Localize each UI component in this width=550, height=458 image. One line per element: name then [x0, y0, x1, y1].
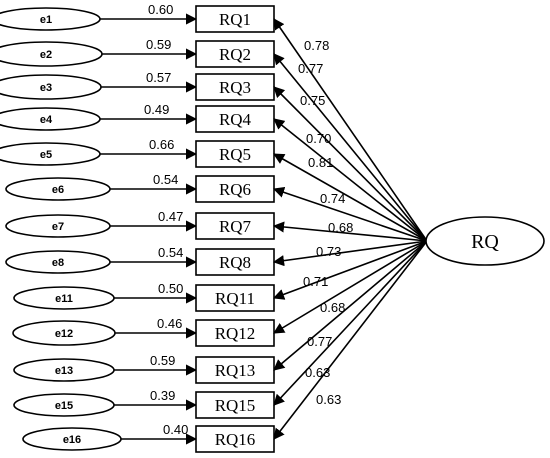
error-weight: 0.66 [149, 137, 174, 152]
factor-loading: 0.73 [316, 244, 341, 259]
loading-arrow [272, 240, 428, 267]
factor-loading: 0.81 [308, 155, 333, 170]
latent-node: RQ [425, 216, 545, 266]
factor-loading: 0.71 [303, 274, 328, 289]
indicator-label: RQ7 [219, 217, 252, 236]
indicator-box [195, 284, 275, 312]
error-label: e6 [52, 184, 64, 196]
error-label: e12 [55, 328, 73, 340]
indicator-label: RQ4 [219, 110, 252, 129]
indicator-box [195, 425, 275, 453]
error-weight: 0.57 [146, 70, 171, 85]
indicator-box [195, 105, 275, 133]
indicator-box [195, 73, 275, 101]
loading-arrow [273, 18, 428, 242]
indicator-label: RQ2 [219, 45, 251, 64]
indicator-label: RQ11 [215, 289, 255, 308]
error-label: e1 [40, 14, 52, 26]
error-weight: 0.54 [153, 172, 178, 187]
indicator-box [195, 212, 275, 240]
indicator-label: RQ12 [215, 324, 256, 343]
error-label: e7 [52, 221, 64, 233]
factor-loading: 0.75 [300, 93, 325, 108]
indicator-label: RQ6 [219, 180, 251, 199]
indicator-label: RQ1 [219, 10, 251, 29]
latent-label: RQ [471, 231, 499, 253]
error-weight: 0.59 [150, 353, 175, 368]
indicator-box [195, 319, 275, 347]
error-label: e4 [40, 114, 53, 126]
error-label: e2 [40, 49, 52, 61]
indicator-rows: e10.60RQ10.78e20.59RQ20.77e30.57RQ30.75e… [0, 2, 428, 453]
error-label: e5 [40, 149, 52, 161]
error-label: e16 [63, 434, 81, 446]
factor-loading: 0.78 [304, 38, 329, 53]
loading-arrow [273, 240, 428, 406]
indicator-label: RQ16 [215, 430, 256, 449]
loading-arrow [273, 118, 428, 242]
factor-loading: 0.63 [316, 392, 341, 407]
loading-arrow [273, 240, 428, 440]
loading-arrow [273, 153, 428, 242]
indicator-box [195, 175, 275, 203]
loading-arrow [272, 186, 428, 242]
error-weight: 0.39 [150, 388, 175, 403]
error-label: e13 [55, 365, 73, 377]
indicator-label: RQ13 [215, 361, 256, 380]
indicator-label: RQ8 [219, 253, 251, 272]
indicator-label: RQ3 [219, 78, 251, 97]
loading-arrow [273, 86, 428, 242]
error-label: e11 [55, 293, 73, 305]
error-weight: 0.59 [146, 37, 171, 52]
error-weight: 0.60 [148, 2, 173, 17]
factor-loading: 0.77 [298, 61, 323, 76]
latent-ellipse [425, 216, 545, 266]
indicator-box [195, 5, 275, 33]
error-weight: 0.40 [163, 422, 188, 437]
loading-arrow [273, 240, 428, 371]
factor-loading: 0.63 [305, 365, 330, 380]
loading-arrow [273, 240, 428, 334]
factor-loading: 0.74 [320, 191, 345, 206]
loading-arrow [273, 53, 428, 242]
factor-loading: 0.68 [328, 220, 353, 235]
indicator-label: RQ5 [219, 145, 251, 164]
error-label: e3 [40, 82, 52, 94]
error-weight: 0.47 [158, 209, 183, 224]
indicator-box [195, 248, 275, 276]
error-weight: 0.46 [157, 316, 182, 331]
factor-loading: 0.70 [306, 131, 331, 146]
loading-arrow [272, 221, 428, 242]
loading-arrow [272, 240, 428, 300]
factor-loading: 0.77 [307, 334, 332, 349]
error-weight: 0.54 [158, 245, 183, 260]
error-label: e8 [52, 257, 64, 269]
error-weight: 0.49 [144, 102, 169, 117]
indicator-label: RQ15 [215, 396, 256, 415]
error-weight: 0.50 [158, 281, 183, 296]
factor-loading: 0.68 [320, 300, 345, 315]
error-label: e15 [55, 400, 73, 412]
